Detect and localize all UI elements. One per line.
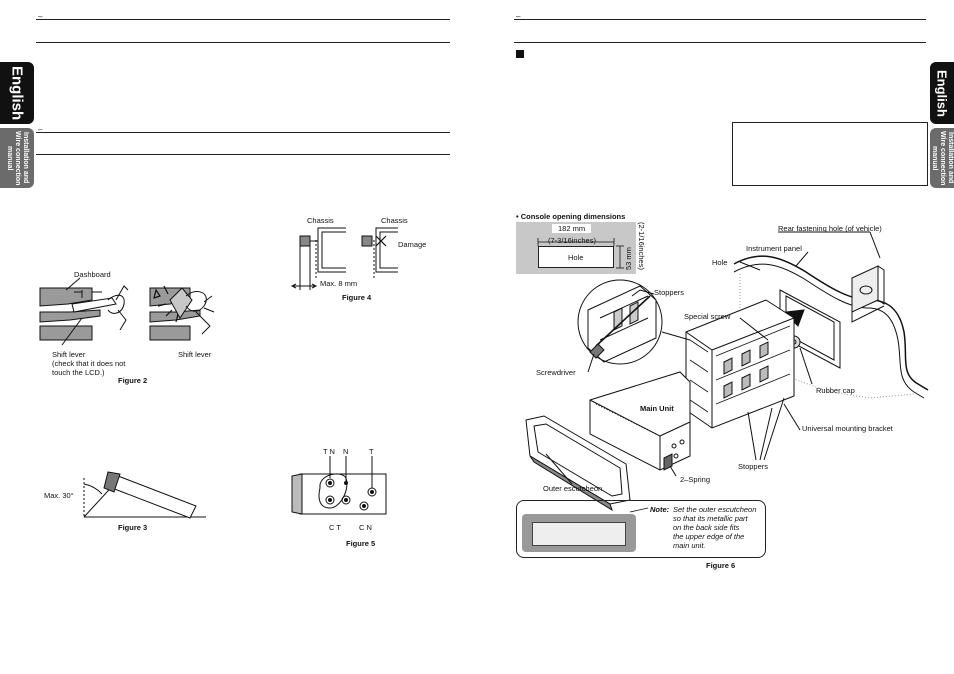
figure6-caption: Figure 6 bbox=[706, 561, 736, 570]
left-section2-rule-bottom bbox=[36, 154, 450, 155]
universal-mounting-bracket-label: Universal mounting bracket bbox=[802, 424, 893, 433]
console-opening-title: • Console opening dimensions bbox=[516, 212, 626, 221]
screwdriver-label: Screwdriver bbox=[536, 368, 576, 377]
left-section-tab: Installation and Wire connection manual bbox=[0, 128, 34, 188]
figure2-caption: Figure 2 bbox=[118, 376, 148, 385]
figure4-chassis-right: Chassis bbox=[381, 216, 408, 225]
right-language-tab: English bbox=[930, 62, 954, 124]
left-language-tab: English bbox=[0, 62, 34, 124]
figure4-caption: Figure 4 bbox=[342, 293, 372, 302]
rear-fastening-hole-label: Rear fastening hole (of vehicle) bbox=[778, 224, 882, 233]
figure2-shift-lever-note-2: (check that it does not bbox=[52, 359, 126, 368]
figure4-max-label: Max. 8 mm bbox=[320, 279, 358, 288]
left-header-rule-bottom bbox=[36, 42, 450, 43]
console-width-in: (7-3/16inches) bbox=[548, 236, 596, 245]
right-header-rule-top bbox=[514, 19, 926, 20]
note-text-line-3: on the back side fits bbox=[673, 523, 740, 532]
left-header-dash: – bbox=[38, 12, 43, 21]
note-text-line-1: Set the outer escutcheon bbox=[673, 505, 757, 514]
figure3-caption: Figure 3 bbox=[118, 523, 148, 532]
left-header-rule-top bbox=[36, 19, 450, 20]
figure4-damage-label: Damage bbox=[398, 240, 427, 249]
spring-label: 2–Spring bbox=[680, 475, 711, 484]
figure4-chassis-left: Chassis bbox=[307, 216, 334, 225]
main-unit-label: Main Unit bbox=[640, 404, 674, 413]
figure5-bottom-label-1: C T bbox=[329, 523, 341, 532]
outer-escutcheon-label: Outer escutcheon bbox=[543, 484, 603, 493]
figure5-caption: Figure 5 bbox=[346, 539, 376, 548]
right-note-box bbox=[732, 122, 928, 186]
special-screw-label: Special screw bbox=[684, 312, 731, 321]
left-section2-rule-top bbox=[36, 132, 450, 133]
console-hole-box bbox=[538, 246, 614, 268]
console-hole-label: Hole bbox=[568, 253, 584, 262]
right-header-rule-bottom bbox=[514, 42, 926, 43]
note-text-line-2: so that its metallic part bbox=[673, 514, 748, 523]
figure2-shift-lever-note-1: Shift lever bbox=[52, 350, 86, 359]
note-label: Note: bbox=[650, 505, 670, 514]
figure5-top-label-2: N bbox=[343, 447, 349, 456]
figure5-bottom-label-2: C N bbox=[359, 523, 372, 532]
stoppers-top-label: Stoppers bbox=[654, 288, 685, 297]
console-width-mm: 182 mm bbox=[552, 224, 592, 233]
figure2-shift-lever-label: Shift lever bbox=[178, 350, 212, 359]
section-bullet-square bbox=[516, 50, 524, 58]
rubber-cap-label: Rubber cap bbox=[816, 386, 855, 395]
stoppers-bottom-label: Stoppers bbox=[738, 462, 769, 471]
figure2-dashboard-label: Dashboard bbox=[74, 270, 111, 279]
figure2-shift-lever-note-3: touch the LCD.) bbox=[52, 368, 105, 377]
right-header-dash: – bbox=[516, 12, 521, 21]
note-text-line-5: main unit. bbox=[673, 541, 706, 550]
note-escutcheon-inner bbox=[532, 522, 626, 546]
right-section-tab: Installation and Wire connection manual bbox=[930, 128, 954, 188]
note-inset-box bbox=[516, 500, 766, 558]
note-text-line-4: the upper edge of the bbox=[673, 532, 745, 541]
left-section2-dash: – bbox=[38, 125, 43, 134]
instrument-panel-label: Instrument panel bbox=[746, 244, 802, 253]
figure5-top-label-3: T bbox=[369, 447, 374, 456]
figure5-top-label-1: T N bbox=[323, 447, 335, 456]
hole-label: Hole bbox=[712, 258, 728, 267]
figure3-angle-label: Max. 30° bbox=[44, 491, 74, 500]
